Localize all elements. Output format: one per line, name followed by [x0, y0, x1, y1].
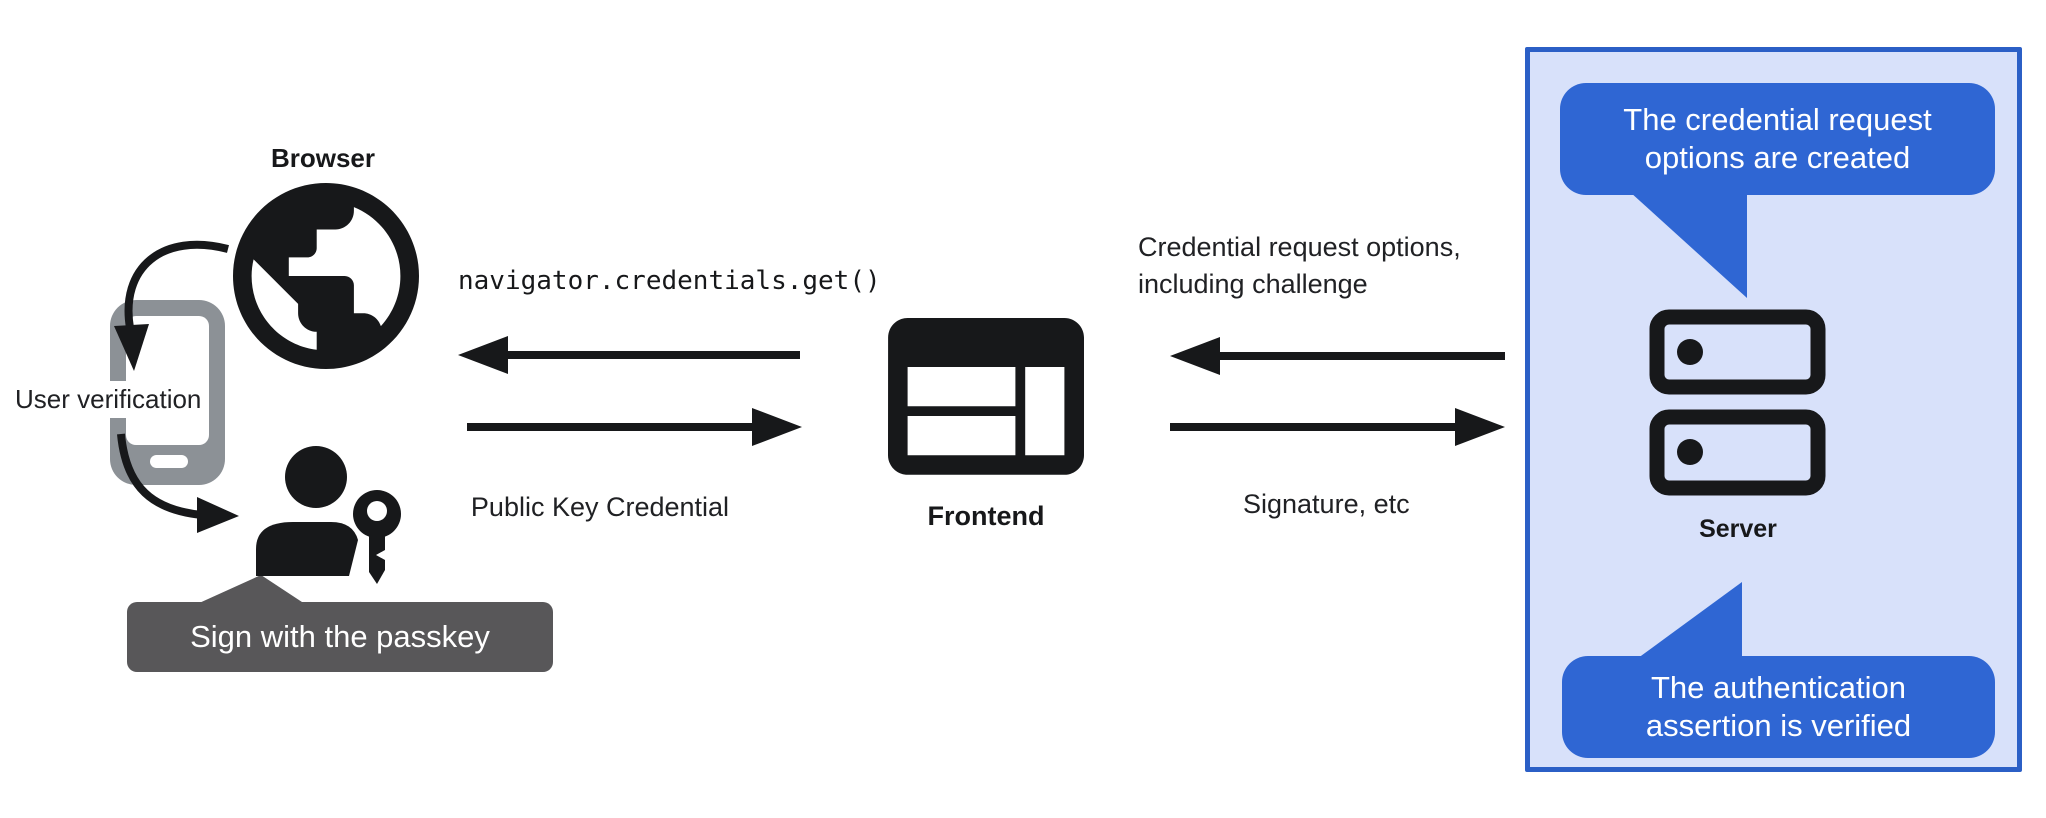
credential-options-bubble-line1: The credential request — [1623, 102, 1932, 137]
person-with-passkey-icon — [256, 446, 401, 584]
top-bubble-tail — [1630, 192, 1747, 298]
credential-request-line2: including challenge — [1138, 269, 1368, 299]
credential-request-label: Credential request options, including ch… — [1138, 229, 1461, 303]
arrow-browser-to-frontend — [467, 408, 802, 446]
bottom-bubble-tail — [1634, 582, 1742, 661]
arrow-frontend-to-browser — [458, 336, 800, 374]
assertion-verified-bubble: The authentication assertion is verified — [1562, 656, 1995, 758]
credential-options-bubble: The credential request options are creat… — [1560, 83, 1995, 195]
browser-label: Browser — [270, 143, 376, 173]
curved-arrow-phone-to-user — [117, 433, 239, 533]
arrow-server-to-frontend — [1170, 337, 1505, 375]
signature-label: Signature, etc — [1243, 489, 1410, 519]
tooltip-pointer — [197, 575, 305, 604]
browser-window-icon — [888, 318, 1084, 475]
arrow-frontend-to-server — [1170, 408, 1505, 446]
frontend-label: Frontend — [927, 501, 1045, 531]
curved-arrow-browser-to-phone — [114, 240, 229, 371]
api-call-text: navigator.credentials.get() — [458, 266, 881, 296]
assertion-verified-bubble-line1: The authentication — [1650, 670, 1907, 705]
server-rack-icon — [1649, 309, 1826, 496]
sign-with-passkey-tooltip: Sign with the passkey — [127, 602, 553, 672]
credential-options-bubble-line2: options are created — [1644, 140, 1911, 175]
server-label: Server — [1699, 515, 1777, 543]
public-key-credential-label: Public Key Credential — [470, 492, 730, 522]
user-verification-label: User verification — [9, 381, 210, 418]
assertion-verified-bubble-line2: assertion is verified — [1645, 708, 1912, 743]
credential-request-line1: Credential request options, — [1138, 232, 1461, 262]
globe-icon — [233, 183, 419, 369]
